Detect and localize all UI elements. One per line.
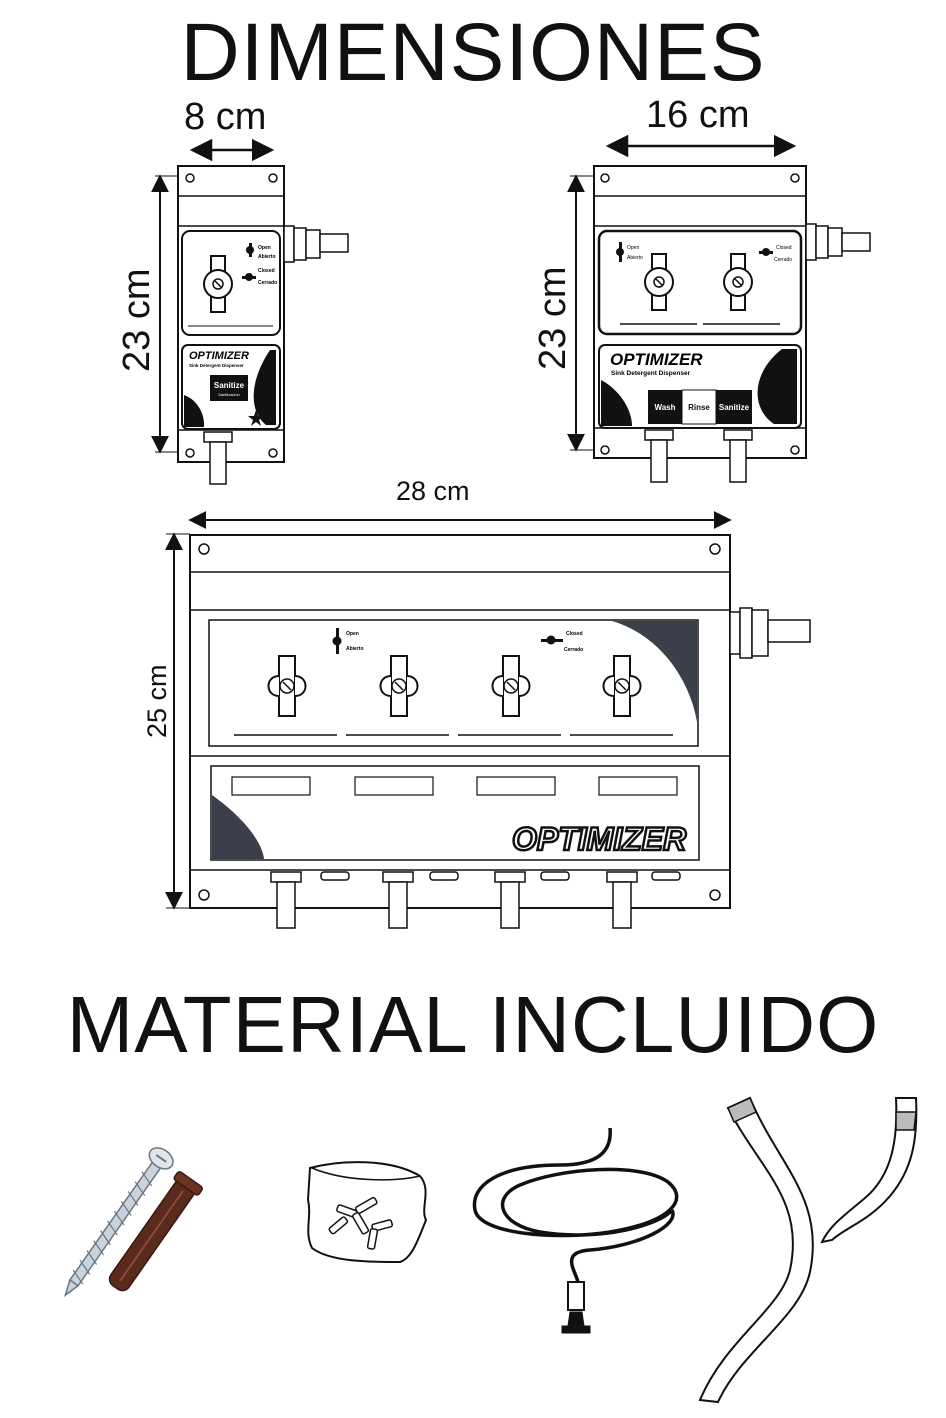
small-open-es-label: Abierto xyxy=(258,254,276,260)
medium-brand: OPTIMIZER xyxy=(610,350,703,369)
large-brand: OPTIMIZER xyxy=(512,821,686,857)
small-closed-label: Closed xyxy=(258,268,275,274)
large-width-label: 28 cm xyxy=(396,476,470,506)
medium-open-es-label: Abierto xyxy=(627,255,643,261)
small-brand: OPTIMIZER xyxy=(189,350,249,362)
screw-and-anchor-icon xyxy=(63,1147,203,1298)
bag-of-fittings-icon xyxy=(306,1161,428,1264)
large-open-es-label: Abierto xyxy=(346,646,364,652)
medium-sanitize-label: Sanitize xyxy=(719,403,750,412)
medium-width-label: 16 cm xyxy=(646,94,750,136)
medium-rinse-label: Rinse xyxy=(688,403,710,412)
medium-closed-label: Closed xyxy=(776,245,792,251)
medium-closed-es-label: Cerrado xyxy=(774,257,792,263)
small-sanitize-es-label: Sanitización xyxy=(218,392,240,397)
hose-short-icon xyxy=(820,1097,918,1244)
small-sanitize-label: Sanitize xyxy=(214,381,245,390)
large-closed-label: Closed xyxy=(566,631,583,637)
small-brand-sub: Sink Detergent Dispenser xyxy=(189,363,244,368)
small-closed-es-label: Cerrado xyxy=(258,280,277,286)
large-closed-es-label: Cerrado xyxy=(564,647,583,653)
hose-long-icon xyxy=(698,1096,814,1404)
large-unit: Open Abierto Closed Cerrado OPTIMIZER xyxy=(165,511,811,929)
small-width-label: 8 cm xyxy=(184,96,267,138)
included-material-title: MATERIAL INCLUIDO xyxy=(66,980,880,1069)
medium-wash-label: Wash xyxy=(654,403,675,412)
dimensions-title: DIMENSIONES xyxy=(180,7,766,98)
tubing-coil-icon xyxy=(472,1127,679,1334)
medium-open-label: Open xyxy=(627,245,639,251)
medium-brand-sub: Sink Detergent Dispenser xyxy=(611,370,691,377)
small-unit: Open Abierto Closed Cerrado OPTIMIZER Si… xyxy=(151,138,349,485)
large-open-label: Open xyxy=(346,631,359,637)
small-open-label: Open xyxy=(258,245,271,251)
medium-unit: Open Abierto Closed Cerrado OPTIMIZER Si… xyxy=(567,134,871,483)
